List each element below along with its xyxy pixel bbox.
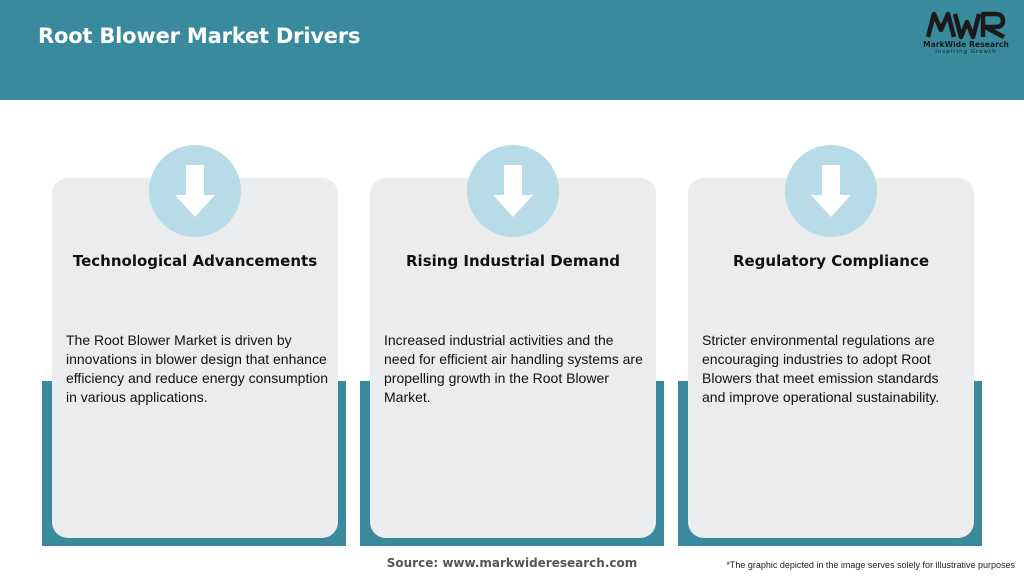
arrow-down-icon (811, 165, 851, 217)
card-panel: Rising Industrial Demand Increased indus… (370, 145, 656, 538)
header-banner: Root Blower Market Drivers MarkWide Rese… (0, 0, 1024, 100)
driver-card-industrial-demand: Rising Industrial Demand Increased indus… (360, 145, 674, 548)
card-body: The Root Blower Market is driven by inno… (66, 332, 329, 405)
card-body: Increased industrial activities and the … (384, 332, 643, 405)
logo-name: MarkWide Research (923, 40, 1009, 49)
card-panel: Technological Advancements The Root Blow… (52, 145, 338, 538)
disclaimer: *The graphic depicted in the image serve… (726, 560, 1015, 570)
logo: MarkWide Research Inspiring Growth (916, 10, 1016, 60)
driver-card-regulatory: Regulatory Compliance Stricter environme… (678, 145, 992, 548)
page-title: Root Blower Market Drivers (38, 24, 361, 48)
card-icon-circle (785, 145, 877, 237)
arrow-down-icon (493, 165, 533, 217)
card-title: Technological Advancements (72, 252, 318, 270)
arrow-down-icon (175, 165, 215, 217)
card-icon-circle (467, 145, 559, 237)
card-body: Stricter environmental regulations are e… (702, 332, 940, 405)
card-title: Rising Industrial Demand (406, 252, 620, 270)
card-icon-circle (149, 145, 241, 237)
source-citation: Source: www.markwideresearch.com (386, 556, 638, 570)
logo-tagline: Inspiring Growth (935, 49, 997, 55)
card-title: Regulatory Compliance (732, 252, 930, 270)
driver-card-technological: Technological Advancements The Root Blow… (42, 145, 356, 548)
card-panel: Regulatory Compliance Stricter environme… (688, 145, 974, 538)
mwr-logo-icon (925, 11, 1006, 40)
